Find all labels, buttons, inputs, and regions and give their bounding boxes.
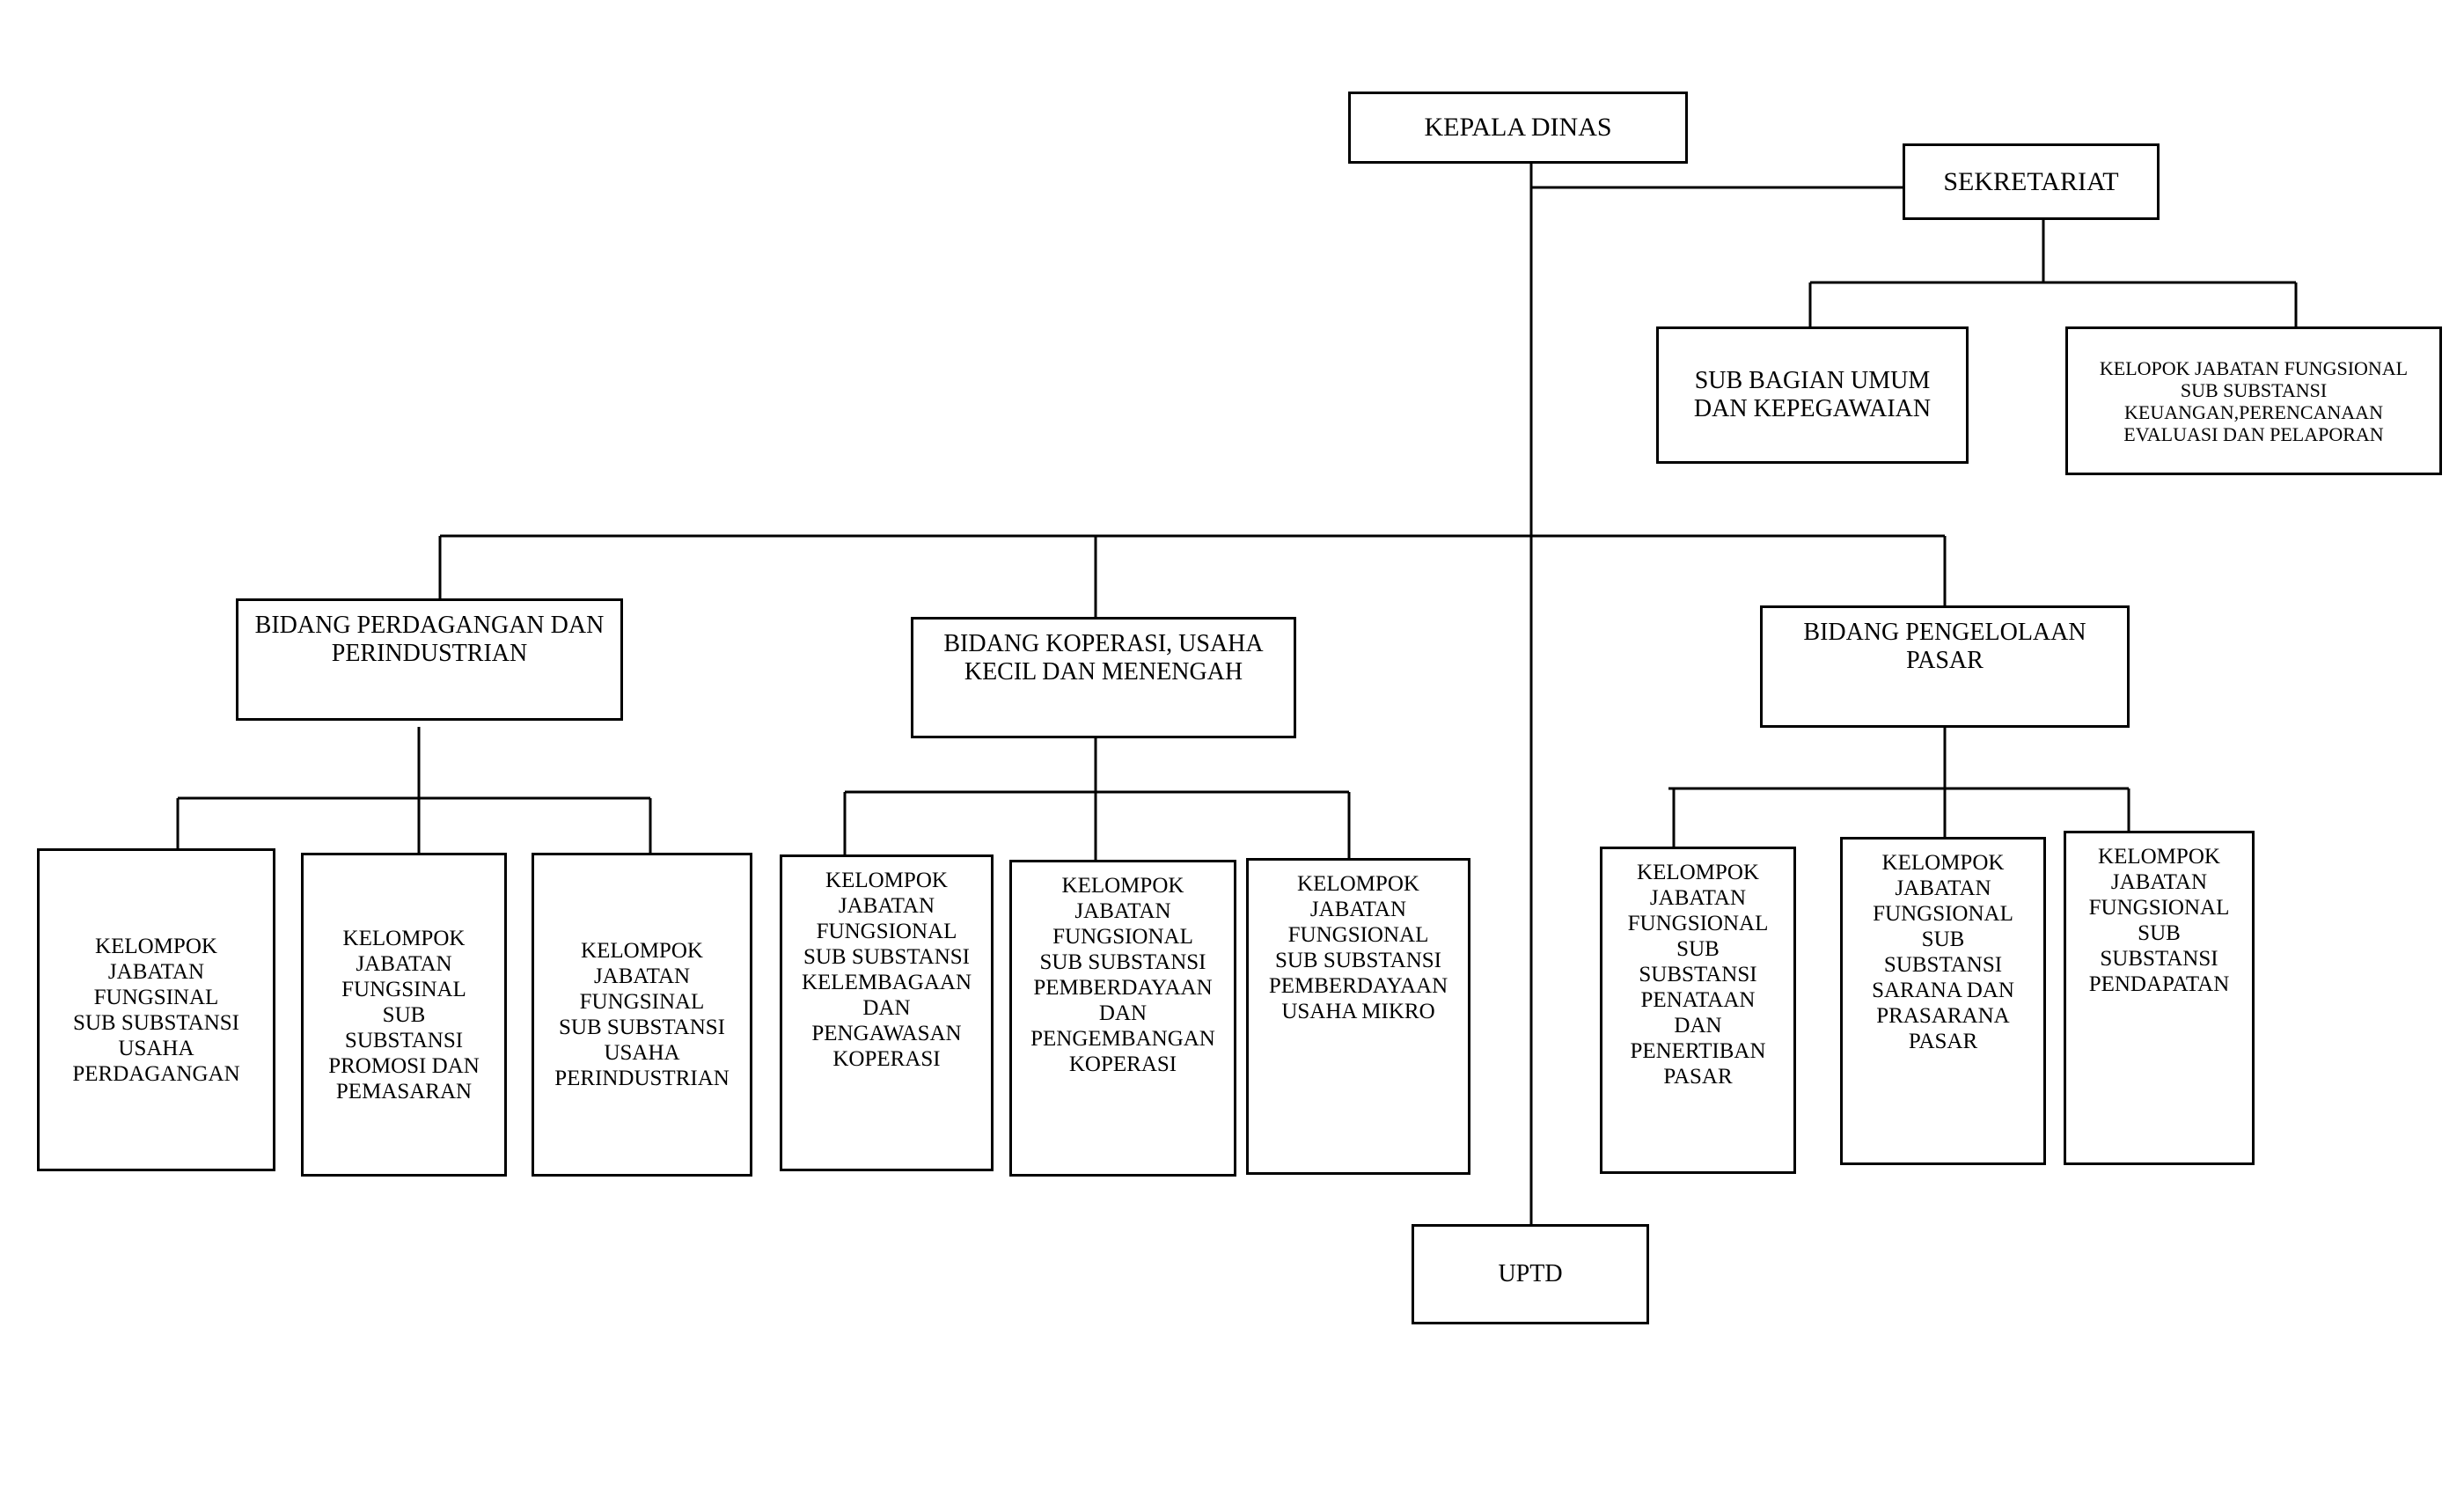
unit-usaha-perdagangan-label: KELOMPOK JABATAN FUNGSINAL SUB SUBSTANSI… [72, 934, 240, 1086]
unit-usaha-perdagangan-box: KELOMPOK JABATAN FUNGSINAL SUB SUBSTANSI… [37, 848, 275, 1171]
unit-penataan-pasar-label: KELOMPOK JABATAN FUNGSIONAL SUB SUBSTANS… [1627, 861, 1769, 1089]
unit-penataan-pasar-box: KELOMPOK JABATAN FUNGSIONAL SUB SUBSTANS… [1600, 847, 1796, 1174]
bidang-pengelolaan-pasar-box: BIDANG PENGELOLAAN PASAR [1760, 605, 2130, 728]
kelompok-keuangan-label: KELOPOK JABATAN FUNGSIONAL SUB SUBSTANSI… [2099, 356, 2409, 445]
unit-kelembagaan-koperasi-label: KELOMPOK JABATAN FUNGSIONAL SUB SUBSTANS… [801, 869, 972, 1071]
bidang-pengelolaan-pasar-label: BIDANG PENGELOLAAN PASAR [1803, 619, 2086, 674]
sekretariat-label: SEKRETARIAT [1943, 166, 2119, 196]
uptd-label: UPTD [1498, 1260, 1563, 1287]
unit-sarana-prasarana-box: KELOMPOK JABATAN FUNGSIONAL SUB SUBSTANS… [1840, 837, 2046, 1165]
unit-pendapatan-label: KELOMPOK JABATAN FUNGSIONAL SUB SUBSTANS… [2088, 845, 2230, 996]
bidang-perdagangan-box: BIDANG PERDAGANGAN DAN PERINDUSTRIAN [236, 598, 623, 721]
unit-promosi-pemasaran-label: KELOMPOK JABATAN FUNGSINAL SUB SUBSTANSI… [328, 926, 480, 1104]
sub-bagian-umum-label: SUB BAGIAN UMUM DAN KEPEGAWAIAN [1693, 367, 1932, 422]
bidang-koperasi-label: BIDANG KOPERASI, USAHA KECIL DAN MENENGA… [943, 630, 1264, 686]
unit-sarana-prasarana-label: KELOMPOK JABATAN FUNGSIONAL SUB SUBSTANS… [1872, 851, 2014, 1053]
uptd-box: UPTD [1412, 1224, 1649, 1324]
sub-bagian-umum-box: SUB BAGIAN UMUM DAN KEPEGAWAIAN [1656, 326, 1969, 464]
bidang-koperasi-box: BIDANG KOPERASI, USAHA KECIL DAN MENENGA… [911, 617, 1296, 738]
kelompok-keuangan-box: KELOPOK JABATAN FUNGSIONAL SUB SUBSTANSI… [2065, 326, 2442, 475]
kepala-dinas-box: KEPALA DINAS [1348, 92, 1688, 164]
kepala-dinas-label: KEPALA DINAS [1424, 113, 1612, 142]
bidang-perdagangan-label: BIDANG PERDAGANGAN DAN PERINDUSTRIAN [254, 612, 605, 667]
unit-usaha-perindustrian-label: KELOMPOK JABATAN FUNGSINAL SUB SUBSTANSI… [554, 939, 730, 1090]
unit-promosi-pemasaran-box: KELOMPOK JABATAN FUNGSINAL SUB SUBSTANSI… [301, 853, 507, 1177]
unit-usaha-mikro-box: KELOMPOK JABATAN FUNGSIONAL SUB SUBSTANS… [1246, 858, 1470, 1175]
unit-pemberdayaan-koperasi-box: KELOMPOK JABATAN FUNGSIONAL SUB SUBSTANS… [1009, 860, 1236, 1177]
unit-usaha-mikro-label: KELOMPOK JABATAN FUNGSIONAL SUB SUBSTANS… [1268, 872, 1448, 1023]
unit-pendapatan-box: KELOMPOK JABATAN FUNGSIONAL SUB SUBSTANS… [2064, 831, 2255, 1165]
unit-kelembagaan-koperasi-box: KELOMPOK JABATAN FUNGSIONAL SUB SUBSTANS… [780, 854, 994, 1171]
unit-pemberdayaan-koperasi-label: KELOMPOK JABATAN FUNGSIONAL SUB SUBSTANS… [1030, 874, 1215, 1076]
sekretariat-box: SEKRETARIAT [1903, 143, 2160, 220]
unit-usaha-perindustrian-box: KELOMPOK JABATAN FUNGSINAL SUB SUBSTANSI… [532, 853, 752, 1177]
